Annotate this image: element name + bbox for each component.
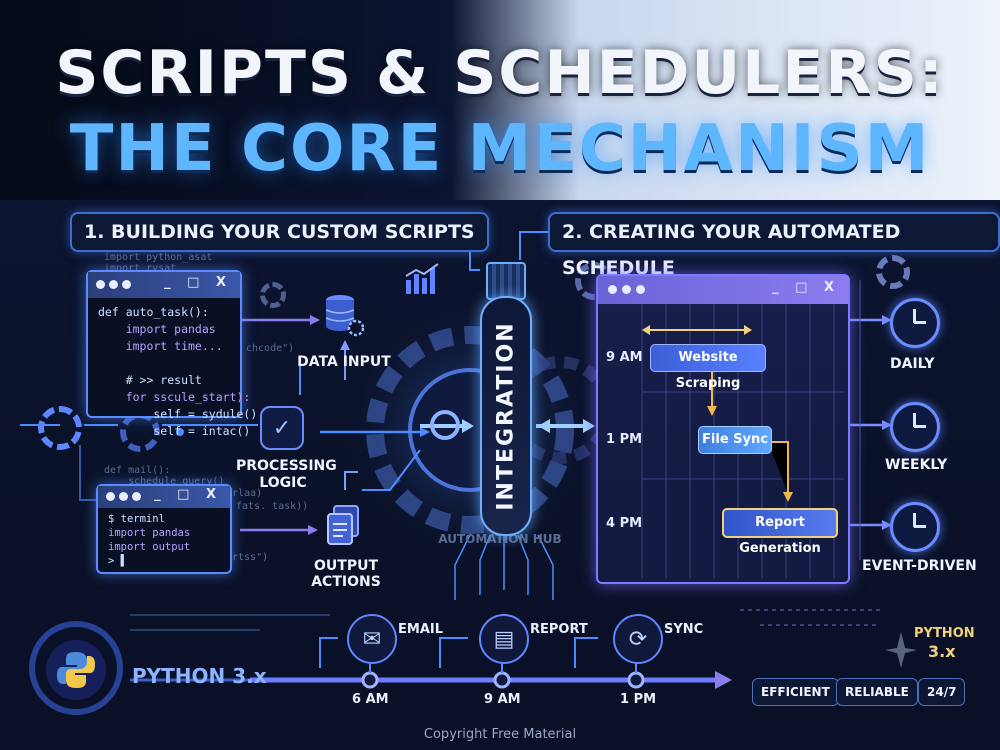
clock-icon [890, 502, 940, 552]
email-icon: ✉ [347, 614, 397, 664]
window-controls[interactable]: _ □ X [772, 280, 840, 295]
timeline-tick: 1 PM [620, 692, 657, 707]
code-line [98, 355, 230, 372]
ghost-code-line: fats. task)) [236, 501, 309, 512]
ghost-code-line: chcode") [246, 343, 295, 354]
database-icon [322, 292, 364, 338]
clock-icon [890, 298, 940, 348]
window-dot [636, 285, 645, 294]
automation-hub-caption: AUTOMATION HUB [438, 532, 562, 546]
section-label-schedule: 2. CREATING YOUR AUTOMATED SCHEDULE [548, 212, 1000, 279]
checkmark-icon: ✓ [272, 415, 292, 441]
task-file-sync[interactable]: File Sync [698, 426, 772, 454]
window-titlebar: _ □ X [98, 486, 230, 508]
section-label-scripts: 1. BUILDING YOUR CUSTOM SCRIPTS [70, 212, 489, 252]
title-line-2: THE CORE MECHANISM [69, 112, 931, 186]
output-actions-label: OUTPUT ACTIONS [311, 558, 381, 590]
code-line: self = intac() [98, 424, 251, 438]
code-line: def auto_task(): [98, 305, 209, 319]
title-line-1: SCRIPTS & SCHEDULERS: [55, 38, 945, 108]
code-block: def auto_task(): import pandas import ti… [88, 298, 258, 446]
terminal-line: import output [108, 541, 191, 553]
calendar-check-icon: ✓ [260, 406, 304, 450]
python-version-label: PYTHON 3.x [132, 664, 267, 688]
step-email-label: EMAIL [398, 622, 443, 637]
pill-efficient: EFFICIENT [752, 678, 839, 706]
code-line: self = sydule() [98, 407, 258, 421]
window-titlebar: _ □ X [88, 272, 240, 298]
window-dot [119, 492, 128, 501]
gear-icon [38, 406, 82, 450]
code-window-script: _ □ X def auto_task(): import pandas imp… [86, 270, 257, 438]
data-input-label: DATA INPUT [297, 354, 391, 370]
report-icon: ▤ [479, 614, 529, 664]
window-dot [96, 280, 105, 289]
processing-logic-label: PROCESSING LOGIC [236, 458, 337, 491]
database-icon-graphic [325, 295, 364, 337]
ghost-code-line: import rvsat [104, 263, 177, 274]
hub-gear-icon [430, 410, 460, 440]
code-line: for sscule_start): [98, 390, 251, 404]
terminal-window: _ □ X $ terminl import pandas import outpu… [96, 484, 232, 574]
frequency-event-driven: EVENT-DRIVEN [862, 558, 977, 574]
time-label: 4 PM [606, 516, 643, 531]
python-badge-label: PYTHON [914, 626, 975, 641]
terminal-line: $ terminl [108, 513, 165, 525]
terminal-line: import pandas [108, 527, 191, 539]
terminal-output: $ terminl import pandas import output > ▌ [98, 508, 230, 572]
python-logo-graphic [57, 652, 95, 688]
task-website-scraping[interactable]: Website Scraping [650, 344, 766, 391]
python-badge-version: 3.x [928, 642, 956, 661]
window-dot [622, 285, 631, 294]
pill-reliable: RELIABLE [836, 678, 918, 706]
connector-lines [20, 231, 892, 715]
ghost-code-line: schedule_query() [104, 476, 225, 487]
sparkle-icon-graphic [885, 632, 917, 668]
window-controls[interactable]: _ □ X [154, 487, 222, 502]
connector-port [486, 262, 526, 300]
window-dot [132, 492, 141, 501]
timeline-tick: 6 AM [352, 692, 389, 707]
schedule-titlebar: _ □ X [598, 276, 848, 304]
step-sync-label: SYNC [664, 622, 704, 637]
window-dot [109, 280, 118, 289]
window-dot [608, 285, 617, 294]
window-dot [122, 280, 131, 289]
code-line: import time... [98, 339, 223, 353]
clock-icon [890, 402, 940, 452]
sync-icon: ⟳ [613, 614, 663, 664]
step-report-label: REPORT [530, 622, 588, 637]
ghost-code-line: def mail(): [104, 465, 171, 476]
pill-24-7: 24/7 [918, 678, 966, 706]
bar-chart-icon [405, 263, 439, 294]
timeline-tick: 9 AM [484, 692, 521, 707]
integration-bar: INTEGRATION [480, 296, 532, 536]
gear-icon [876, 255, 910, 289]
integration-label: INTEGRATION [493, 321, 519, 511]
task-report-generation[interactable]: Report Generation [722, 508, 838, 556]
copyright-notice: Copyright Free Material [423, 727, 577, 742]
ghost-code-line: import python_asat [104, 252, 213, 263]
python-logo [46, 640, 106, 700]
window-dot [106, 492, 115, 501]
code-line: import pandas [98, 322, 216, 336]
frequency-weekly: WEEKLY [885, 457, 948, 473]
frequency-daily: DAILY [890, 356, 935, 372]
time-label: 9 AM [606, 350, 643, 365]
ghost-code-line: rlaa) [232, 488, 263, 499]
ghost-code-line: rtss") [232, 552, 269, 563]
time-label: 1 PM [606, 432, 643, 447]
terminal-line: > ▌ [108, 555, 127, 567]
window-controls[interactable]: _ □ X [164, 275, 232, 290]
documents-icon [324, 504, 364, 548]
schedule-window: _ □ X 9 AM 1 PM 4 PM Website Scraping Fi… [596, 274, 850, 584]
code-line: # >> result [98, 373, 202, 387]
documents-icon-graphic [327, 505, 359, 545]
gear-icon [260, 282, 286, 308]
